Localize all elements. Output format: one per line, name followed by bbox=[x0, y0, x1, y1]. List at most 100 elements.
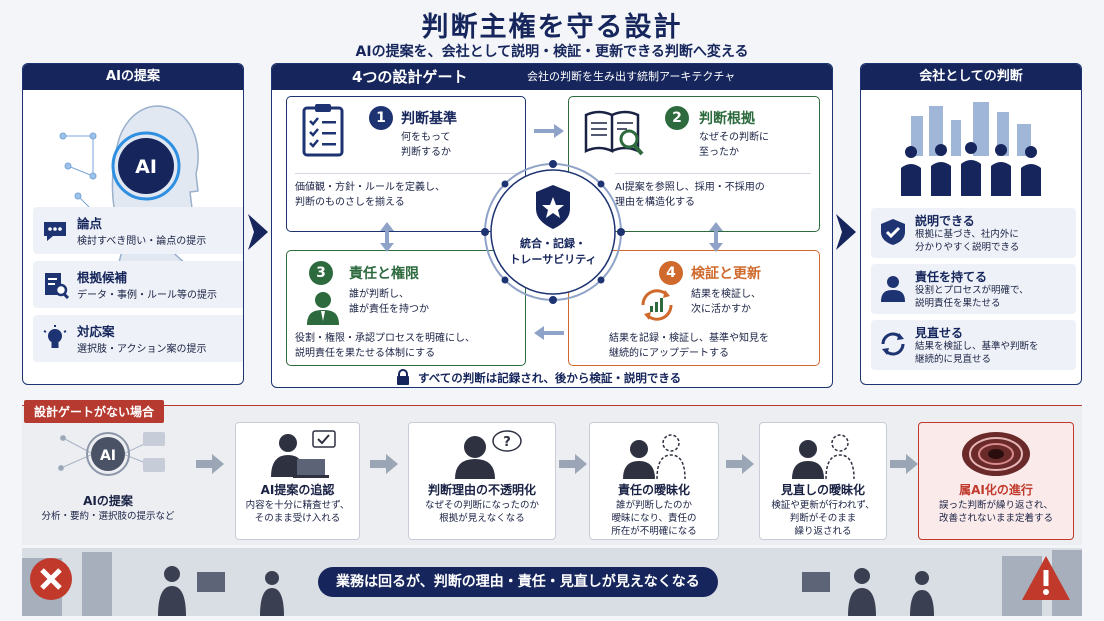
step-blurred-review: 見直しの曖昧化 検証や更新が行われず、判断がそのまま繰り返される bbox=[759, 422, 887, 540]
item-title: 説明できる bbox=[915, 214, 975, 228]
gate-number: 1 bbox=[369, 106, 393, 130]
item-desc: 検討すべき問い・論点の提示 bbox=[77, 236, 207, 247]
arrow-gate1-to-gate2 bbox=[534, 124, 564, 138]
gate-description: 結果を記録・検証し、基準や知見を継続的にアップデートする bbox=[609, 333, 769, 359]
step-title: 見直しの曖昧化 bbox=[780, 483, 865, 497]
arrow-gate2-gate4 bbox=[709, 222, 723, 252]
lock-icon bbox=[397, 369, 409, 385]
warning-banner: 業務は回るが、判断の理由・責任・見直しが見えなくなる bbox=[318, 567, 718, 597]
hub-label-1: 統合・記録・ bbox=[520, 236, 586, 250]
item-title: 論点 bbox=[77, 216, 103, 231]
gate-description: 価値観・方針・ルールを定義し、判断のものさしを揃える bbox=[295, 173, 517, 210]
step-desc: 分析・要約・選択肢の提示など bbox=[41, 511, 175, 522]
flow-arrow-left bbox=[248, 214, 268, 250]
gate-question: 誰が判断し、誰が責任を持つか bbox=[349, 289, 429, 315]
two-people-icon bbox=[792, 434, 855, 479]
gate-number: 2 bbox=[665, 106, 689, 130]
ai-proposal-item-options: 対応案 選択肢・アクション案の提示 bbox=[33, 315, 243, 362]
arrow-gate1-gate3 bbox=[380, 222, 394, 252]
item-title: 責任を持てる bbox=[915, 270, 988, 284]
step-title: 属AI化の進行 bbox=[959, 483, 1033, 497]
flow-arrow-right bbox=[836, 214, 856, 250]
shield-check-icon bbox=[881, 219, 905, 245]
gate-title: 判断基準 bbox=[401, 111, 457, 127]
person-question-icon: ? bbox=[455, 430, 522, 479]
gate-1-criteria: 1 判断基準 何をもって判断するか 価値観・方針・ルールを定義し、判断のものさし… bbox=[286, 96, 526, 232]
ai-proposal-panel: AIの提案 AI 論点 検討すべき問い・論点の提示 根拠候補 データ・事例・ルー… bbox=[22, 63, 244, 385]
ai-head-label: AI bbox=[135, 156, 157, 178]
prohibited-x-icon bbox=[30, 558, 72, 600]
gate-3-responsibility: 3 責任と権限 誰が判断し、誰が責任を持つか 役割・権限・承認プロセスを明確にし… bbox=[286, 250, 526, 366]
without-gates-label: 設計ゲートがない場合 bbox=[24, 400, 165, 423]
item-desc: 根拠に基づき、社内外に分かりやすく説明できる bbox=[915, 229, 1020, 253]
page-subtitle: AIの提案を、会社として説明・検証・更新できる判断へ変える bbox=[355, 44, 749, 60]
design-gates-subtitle: 会社の判断を生み出す統制アーキテクチャ bbox=[527, 70, 736, 83]
ai-proposal-item-evidence: 根拠候補 データ・事例・ルール等の提示 bbox=[33, 261, 243, 308]
integration-hub: 統合・記録・ トレーサビリティ bbox=[481, 160, 625, 304]
two-people-icon bbox=[623, 434, 686, 479]
item-desc: データ・事例・ルール等の提示 bbox=[77, 290, 217, 301]
step-arrow bbox=[559, 454, 587, 474]
item-title: 根拠候補 bbox=[77, 270, 128, 285]
item-title: 対応案 bbox=[77, 324, 115, 339]
step-arrow bbox=[726, 454, 754, 474]
step-title: 判断理由の不透明化 bbox=[427, 483, 536, 497]
step-title: 責任の曖昧化 bbox=[617, 483, 690, 497]
item-title: 見直せる bbox=[915, 326, 964, 340]
company-judgment-heading: 会社としての判断 bbox=[861, 64, 1081, 90]
arrow-gate4-to-gate3 bbox=[534, 326, 564, 340]
gate-question: なぜその判断に至ったか bbox=[699, 132, 769, 158]
document-search-icon bbox=[45, 273, 69, 299]
step-arrow bbox=[370, 454, 398, 474]
page-title: 判断主権を守る設計 bbox=[421, 12, 683, 43]
step-desc: 誤った判断が繰り返され、改善されないまま定着する bbox=[938, 500, 1054, 524]
gate-question: 何をもって判断するか bbox=[401, 132, 451, 158]
step-opaque-reasoning: ? 判断理由の不透明化 なぜその判断になったのか根拠が見えなくなる bbox=[408, 422, 556, 540]
item-desc: 選択肢・アクション案の提示 bbox=[77, 344, 207, 355]
step-desc: 検証や更新が行われず、判断がそのまま繰り返される bbox=[771, 500, 875, 537]
gate-number: 4 bbox=[659, 261, 683, 285]
step-rubber-stamp: AI提案の追認 内容を十分に精査せず、そのまま受け入れる bbox=[235, 422, 360, 540]
chat-bubble-icon bbox=[44, 222, 66, 241]
lightbulb-icon bbox=[43, 325, 67, 348]
gates-footer-note: すべての判断は記録され、後から検証・説明できる bbox=[418, 371, 682, 385]
gate-title: 判断根拠 bbox=[699, 111, 755, 127]
business-people-icon bbox=[901, 102, 1041, 196]
svg-text:?: ? bbox=[503, 435, 511, 450]
clipboard-checklist-icon bbox=[302, 104, 344, 157]
gate-title: 責任と権限 bbox=[349, 266, 419, 282]
ai-proposal-heading: AIの提案 bbox=[23, 64, 243, 90]
gate-title: 検証と更新 bbox=[691, 266, 761, 282]
step-blurred-responsibility: 責任の曖昧化 誰が判断したのか曖昧になり、責任の所在が不明確になる bbox=[589, 422, 719, 540]
book-magnifier-icon bbox=[584, 110, 644, 156]
design-gates-title: 4つの設計ゲート bbox=[352, 68, 468, 86]
step-title: AI提案の追認 bbox=[260, 483, 335, 497]
result-item-responsible: 責任を持てる 役割とプロセスが明確で、説明責任を果たせる bbox=[871, 264, 1076, 314]
refresh-icon bbox=[881, 332, 905, 356]
hub-label-2: トレーサビリティ bbox=[509, 252, 596, 266]
item-desc: 役割とプロセスが明確で、説明責任を果たせる bbox=[915, 285, 1029, 309]
design-gates-panel: 4つの設計ゲート 会社の判断を生み出す統制アーキテクチャ 1 判断基準 何をもっ… bbox=[271, 63, 833, 388]
item-desc: 結果を検証し、基準や判断を継続的に見直せる bbox=[915, 341, 1039, 365]
warning-triangle-icon bbox=[1022, 556, 1070, 600]
result-item-reviewable: 見直せる 結果を検証し、基準や判断を継続的に見直せる bbox=[871, 320, 1076, 370]
step-desc: 誰が判断したのか曖昧になり、責任の所在が不明確になる bbox=[611, 500, 697, 537]
design-gates-heading: 4つの設計ゲート 会社の判断を生み出す統制アーキテクチャ bbox=[272, 64, 832, 90]
person-laptop-icon bbox=[270, 430, 336, 478]
person-icon bbox=[881, 276, 905, 302]
gate-question: 結果を検証し、次に活かすか bbox=[691, 289, 761, 315]
step-desc: 内容を十分に精査せず、そのまま受け入れる bbox=[245, 500, 350, 524]
gate-number: 3 bbox=[309, 261, 333, 285]
step-ai-dependency: 属AI化の進行 誤った判断が繰り返され、改善されないまま定着する bbox=[918, 422, 1074, 540]
gate-description: 役割・権限・承認プロセスを明確にし、説明責任を果たせる体制にする bbox=[295, 333, 475, 359]
step-ai-proposal: AI AIの提案 分析・要約・選択肢の提示など bbox=[32, 422, 184, 540]
company-judgment-panel: 会社としての判断 説明できる 根拠に基づき、社内外に分かりやすく説明できる 責任… bbox=[860, 63, 1082, 385]
step-arrow bbox=[196, 454, 224, 474]
cycle-chart-icon bbox=[641, 289, 673, 321]
vortex-icon bbox=[962, 432, 1030, 476]
ai-proposal-item-issues: 論点 検討すべき問い・論点の提示 bbox=[33, 207, 243, 254]
ai-network-icon: AI bbox=[58, 432, 165, 476]
step-arrow bbox=[890, 454, 918, 474]
result-item-explainable: 説明できる 根拠に基づき、社内外に分かりやすく説明できる bbox=[871, 208, 1076, 258]
gate-description: AI提案を参照し、採用・不採用の理由を構造化する bbox=[615, 173, 811, 210]
